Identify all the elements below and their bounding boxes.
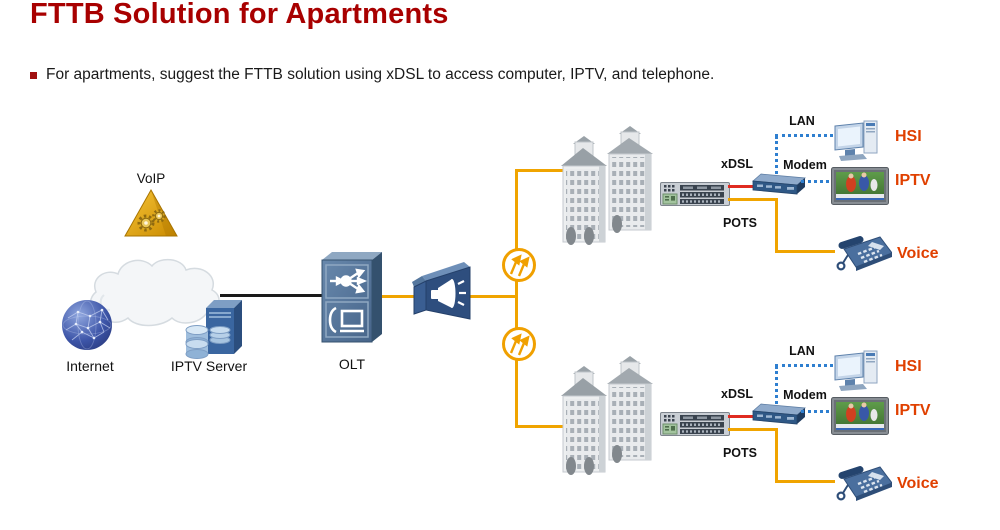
lan-label: LAN	[789, 114, 815, 128]
branch-bottom: xDSL Modem LAN HSI	[545, 340, 1000, 530]
fiber-trunk-line	[515, 170, 518, 428]
fiber-line-odn-junction	[470, 295, 518, 298]
xdsl-label: xDSL	[721, 157, 753, 171]
bullet-icon	[30, 72, 37, 79]
modem-label: Modem	[783, 388, 827, 402]
hsi-computer-icon	[833, 348, 881, 392]
voice-label: Voice	[897, 245, 939, 262]
lan-line-horizontal	[775, 364, 839, 367]
pots-line-1	[728, 428, 778, 431]
bullet-row: For apartments, suggest the FTTB solutio…	[30, 66, 714, 84]
pots-line-1	[728, 198, 778, 201]
fiber-feed-bottom	[515, 425, 568, 428]
fiber-feed-top	[515, 169, 568, 172]
pots-line-3	[775, 480, 835, 483]
apartment-building-icon	[555, 354, 657, 484]
voip-label: VoIP	[136, 171, 166, 186]
iptv-line	[801, 410, 835, 413]
pots-line-2	[775, 198, 778, 253]
lan-line-horizontal	[775, 134, 839, 137]
iptv-line	[801, 180, 835, 183]
iptv-label: IPTV	[895, 402, 931, 419]
hsi-label: HSI	[895, 358, 922, 375]
iptv-tv-icon	[831, 397, 889, 437]
lan-line-vertical	[775, 366, 778, 404]
iptv-tv-icon	[831, 167, 889, 207]
internet-globe-icon	[60, 298, 116, 354]
fiber-line-olt-odn	[380, 295, 416, 298]
voice-label: Voice	[897, 475, 939, 492]
pots-label: POTS	[722, 216, 758, 230]
iptv-server-label: IPTV Server	[170, 358, 248, 374]
lan-label: LAN	[789, 344, 815, 358]
splitter-icon-bottom	[500, 325, 538, 363]
xdsl-line	[728, 185, 756, 188]
xdsl-line	[728, 415, 756, 418]
internet-label: Internet	[66, 358, 114, 374]
apartment-building-icon	[555, 124, 657, 254]
iptv-label: IPTV	[895, 172, 931, 189]
xdsl-label: xDSL	[721, 387, 753, 401]
pots-line-2	[775, 428, 778, 483]
backbone-line	[220, 294, 322, 297]
modem-icon	[751, 171, 807, 197]
pots-line-3	[775, 250, 835, 253]
modem-icon	[751, 401, 807, 427]
olt-icon	[318, 250, 384, 350]
voice-phone-icon	[830, 233, 892, 275]
bullet-text: For apartments, suggest the FTTB solutio…	[46, 66, 715, 83]
splitter-icon-top	[500, 246, 538, 284]
voip-icon	[122, 187, 180, 241]
iptv-server-icon	[182, 298, 242, 362]
odn-megaphone-icon	[411, 258, 475, 326]
branch-top: xDSL Modem LAN HSI	[545, 110, 1000, 315]
voice-phone-icon	[830, 463, 892, 505]
hsi-label: HSI	[895, 128, 922, 145]
lan-line-vertical	[775, 136, 778, 174]
dslam-icon	[660, 410, 730, 438]
pots-label: POTS	[722, 446, 758, 460]
dslam-icon	[660, 180, 730, 208]
hsi-computer-icon	[833, 118, 881, 162]
modem-label: Modem	[783, 158, 827, 172]
page-title: FTTB Solution for Apartments	[30, 0, 449, 30]
olt-label: OLT	[338, 356, 366, 372]
